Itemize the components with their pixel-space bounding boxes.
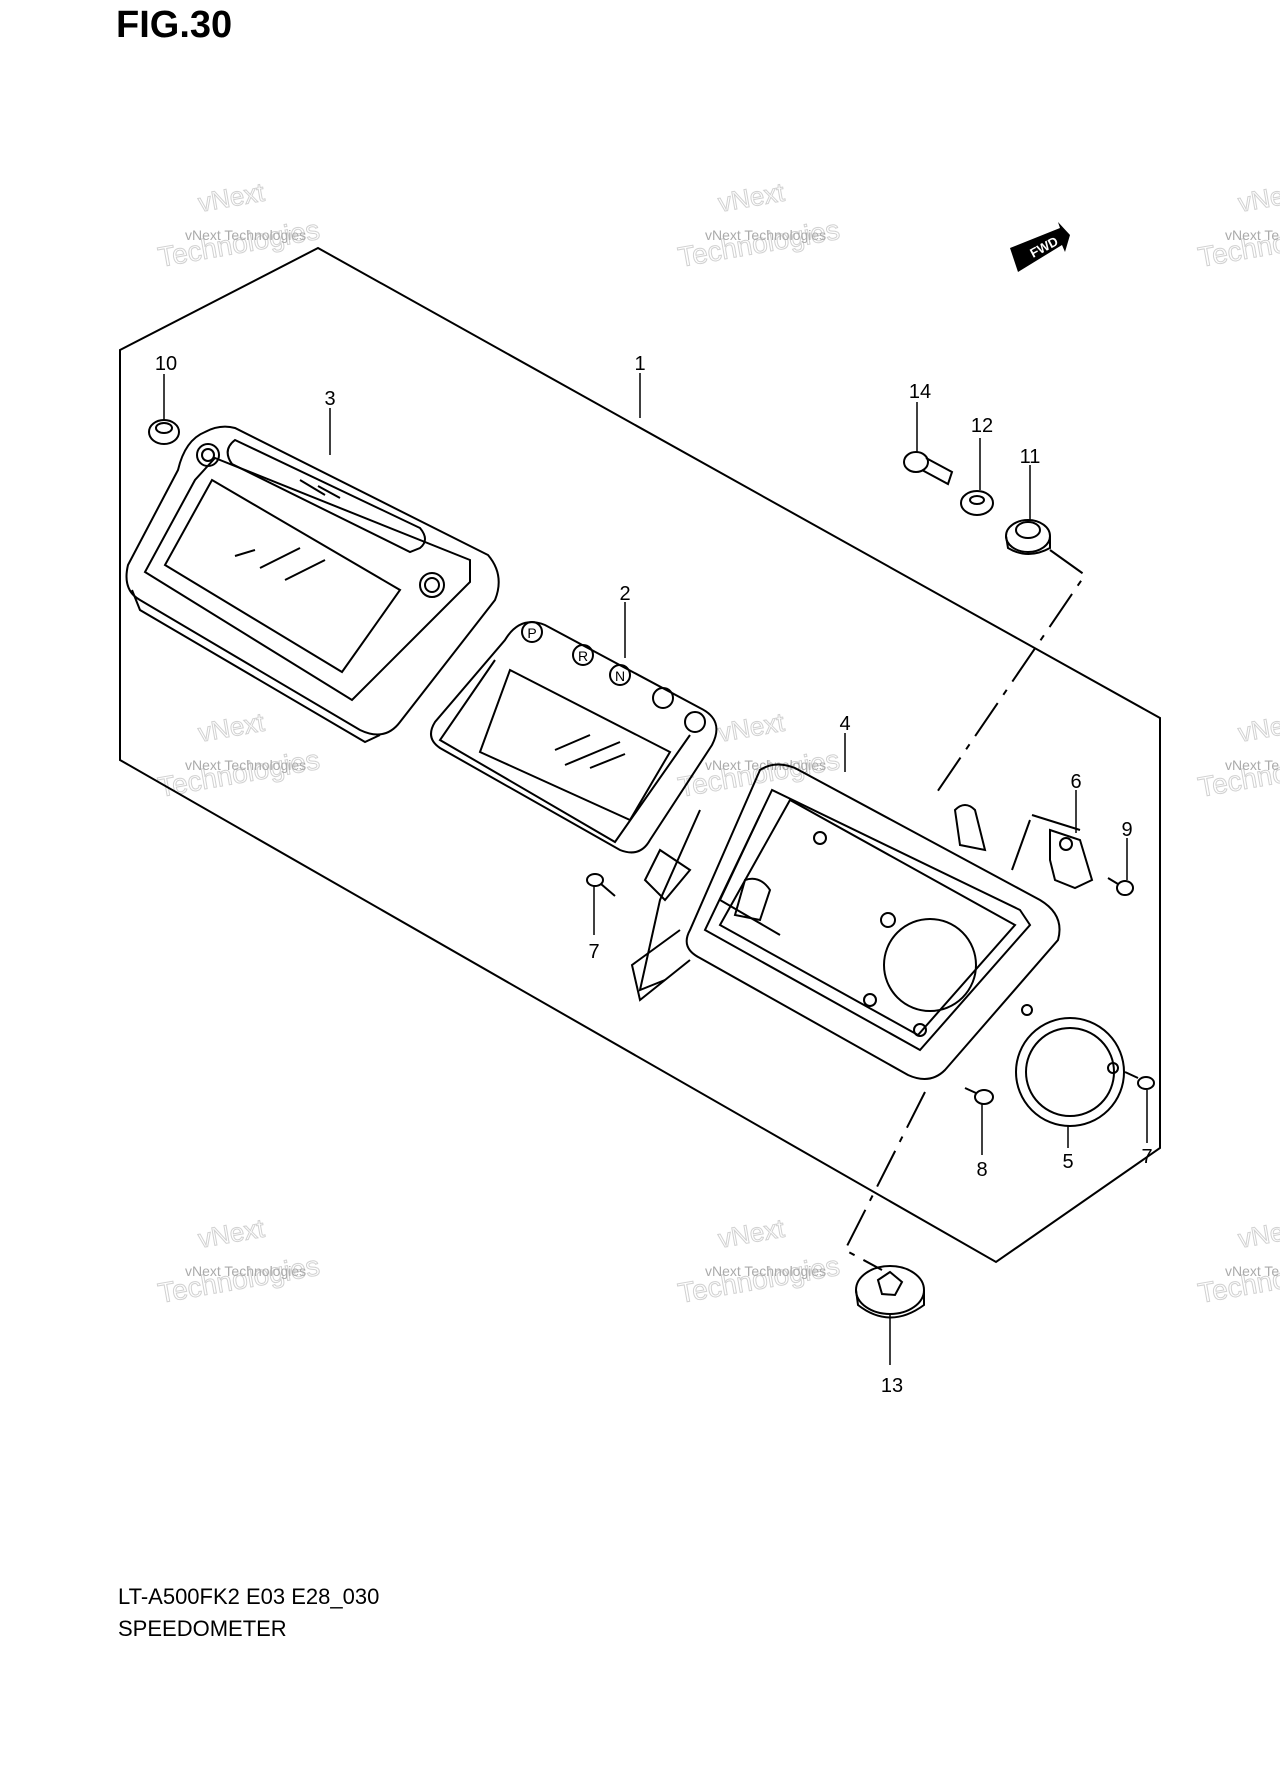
watermark-text: vNext	[716, 177, 787, 218]
watermark-text: Technologies	[156, 214, 322, 273]
watermark-text: Technologies	[156, 1250, 322, 1309]
watermark-text: vNext Technologies	[185, 757, 306, 773]
callout-10: 10	[155, 353, 177, 375]
watermark-text: vNext Technologies	[1225, 227, 1280, 243]
watermark-text: vNext	[716, 707, 787, 748]
callout-5: 5	[1062, 1151, 1073, 1173]
part-4-meter-case	[630, 763, 1061, 1080]
callout-4: 4	[839, 713, 850, 735]
part-8-screw	[964, 1087, 994, 1105]
callout-14: 14	[909, 381, 931, 403]
watermark-text: vNext Technologies	[185, 227, 306, 243]
callout-8: 8	[976, 1159, 987, 1181]
watermark-text: vNext	[196, 177, 267, 218]
watermark-text: vNext Technologies	[705, 1263, 826, 1279]
callout-3: 3	[324, 388, 335, 410]
watermark-text: vNext Technologies	[705, 227, 826, 243]
watermark-text: Technologies	[676, 1250, 842, 1309]
part-12-washer	[960, 490, 994, 516]
part-14-bolt	[903, 451, 954, 486]
part-5-gasket-ring	[1015, 1004, 1125, 1127]
watermark-text: Technologies	[1196, 214, 1280, 273]
watermark-text: vNext Technologies	[185, 1263, 306, 1279]
part-13-rubber-mount	[855, 1265, 925, 1319]
watermark-text: vNext Technologies	[1225, 1263, 1280, 1279]
watermark-text: vNext	[196, 707, 267, 748]
part-11-grommet	[1005, 519, 1051, 555]
callout-7-right: 7	[1141, 1146, 1152, 1168]
callout-leaders	[163, 373, 1148, 1365]
part-7-screw-right	[1124, 1071, 1155, 1090]
watermark-text: vNext	[196, 1213, 267, 1254]
watermark-text: vNext	[1236, 1213, 1280, 1254]
watermark-text: vNext Technologies	[1225, 757, 1280, 773]
part-7-screw-left	[586, 873, 616, 897]
gear-indicator-r: R	[578, 648, 588, 664]
fwd-direction-marker: FWD	[1010, 222, 1070, 272]
callout-12: 12	[971, 415, 993, 437]
watermark-text: Technologies	[676, 214, 842, 273]
watermark-text: vNext	[1236, 707, 1280, 748]
watermark-text: vNext	[1236, 177, 1280, 218]
callout-2: 2	[619, 583, 630, 605]
section-name: SPEEDOMETER	[118, 1616, 287, 1641]
fwd-label: FWD	[1027, 234, 1060, 261]
callout-7-left: 7	[588, 941, 599, 963]
callout-1: 1	[634, 353, 645, 375]
part-9-screw	[1107, 877, 1134, 896]
assembly-outline	[119, 246, 1161, 1264]
gear-indicator-p: P	[527, 625, 536, 641]
figure-title: FIG.30	[116, 4, 233, 46]
callout-6: 6	[1070, 771, 1081, 793]
watermark-text: vNext	[716, 1213, 787, 1254]
watermark-text: Technologies	[1196, 1250, 1280, 1309]
watermark-text: Technologies	[1196, 744, 1280, 803]
part-2-indicator-panel	[430, 621, 718, 902]
watermark-text: vNext Technologies	[705, 757, 826, 773]
model-code: LT-A500FK2 E03 E28_030	[118, 1584, 380, 1609]
callout-9: 9	[1121, 819, 1132, 841]
part-10-grommet	[148, 419, 180, 445]
callout-11: 11	[1020, 446, 1041, 468]
callout-13: 13	[881, 1375, 903, 1397]
gear-indicator-n: N	[615, 668, 625, 684]
assembly-centerlines	[843, 549, 1087, 1271]
part-6-bracket	[1011, 814, 1094, 890]
part-3-lens-cover	[125, 425, 500, 744]
